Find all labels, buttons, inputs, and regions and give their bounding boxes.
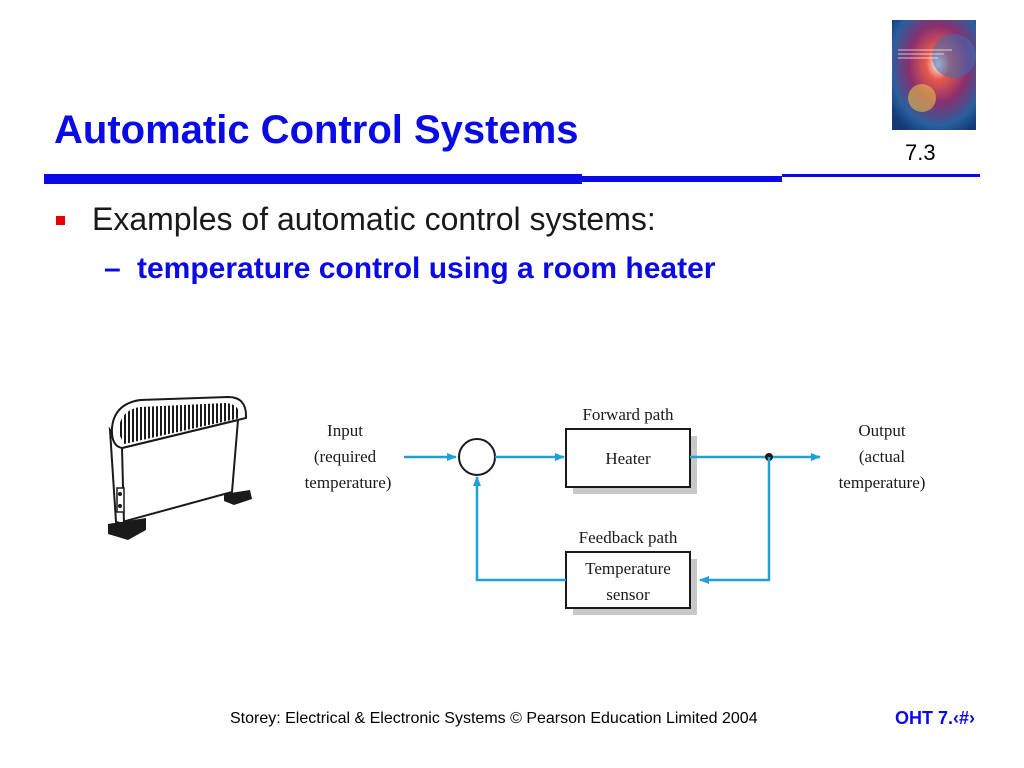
input-label: Input	[327, 421, 363, 440]
input-label-required: (required	[314, 447, 377, 466]
bullet-marker	[56, 216, 65, 225]
summing-junction	[458, 438, 496, 476]
footer-credit: Storey: Electrical & Electronic Systems …	[230, 710, 758, 727]
title-underline	[44, 174, 980, 184]
slide-number: 7.3	[905, 140, 936, 165]
book-cover-image	[892, 20, 976, 130]
feedback-path-label: Feedback path	[579, 528, 678, 547]
output-label: Output	[858, 421, 906, 440]
feedback-in-arrow	[699, 457, 771, 584]
footer-page-ref: OHT 7.‹#›	[895, 708, 976, 728]
output-label-temperature: temperature)	[839, 473, 926, 492]
sensor-label-sensor: sensor	[606, 585, 650, 604]
sub-bullet-dash: –	[104, 252, 121, 285]
slide-title: Automatic Control Systems	[54, 108, 579, 152]
forward-path-label: Forward path	[582, 405, 674, 424]
sensor-label-temperature: Temperature	[585, 559, 671, 578]
heater-label: Heater	[605, 449, 651, 468]
feedback-out-arrow	[473, 476, 566, 582]
room-heater-icon	[108, 395, 252, 540]
input-label-temperature: temperature)	[305, 473, 392, 492]
sensor-box	[565, 551, 691, 609]
sub-bullet-text: temperature control using a room heater	[137, 252, 716, 285]
output-label-actual: (actual	[859, 447, 906, 466]
heater-box	[565, 428, 691, 488]
bullet-text: Examples of automatic control systems:	[92, 201, 656, 237]
